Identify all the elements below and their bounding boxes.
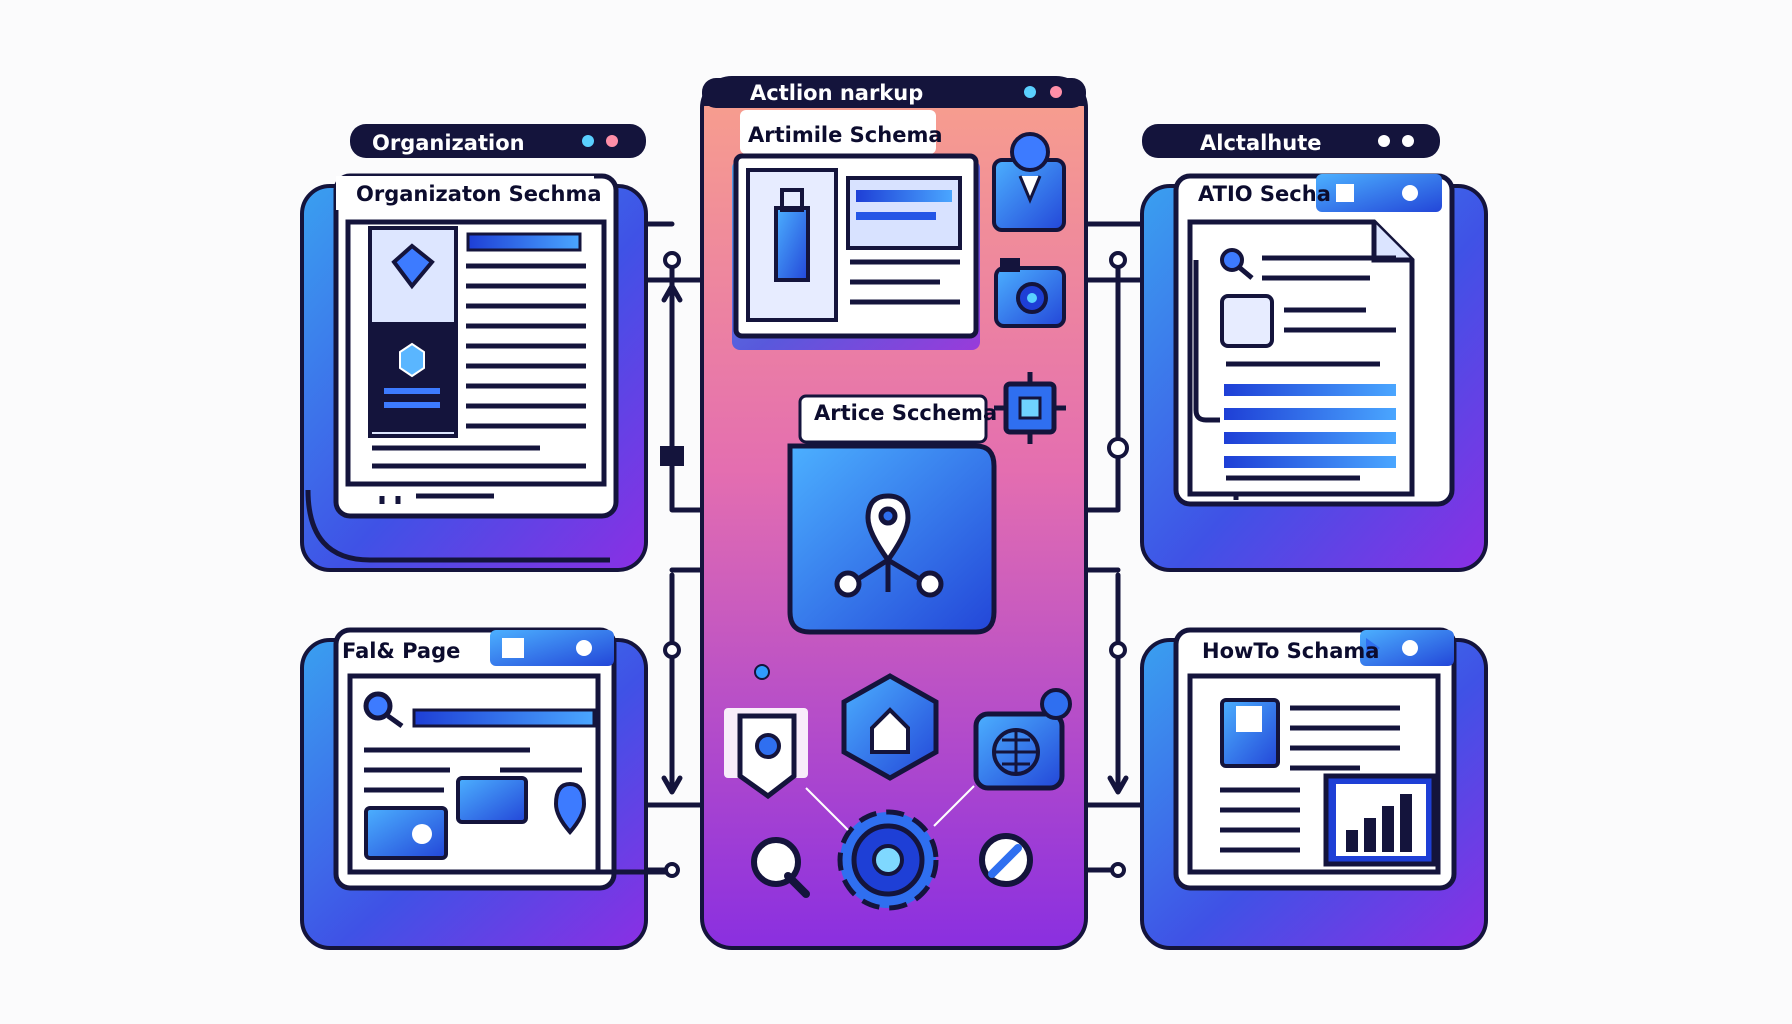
window-dot [1024, 86, 1036, 98]
panel-howto-schema: HowTo Schama [1140, 627, 1488, 950]
article-card-title: Artimile Schema [748, 123, 943, 147]
connector-dots [660, 251, 1129, 878]
panel-organization-tab: Organization [372, 131, 525, 155]
home-hexagon-icon [841, 673, 939, 781]
camera-icon [994, 258, 1066, 328]
small-dot [754, 664, 770, 680]
share-network-icon [834, 493, 944, 598]
window-dot [1050, 86, 1062, 98]
panel-alctalhute-tab: Alctalhute [1200, 131, 1322, 155]
link-icon [979, 833, 1033, 887]
panel-organization: Organization Organizaton Sechma [300, 124, 648, 572]
center-tab-label: Actlion narkup [750, 81, 923, 105]
bookmark-icon [724, 708, 808, 800]
user-icon [992, 132, 1066, 232]
panel-organization-title: Organizaton Sechma [356, 182, 602, 206]
panel-alctalhute: Alctalhute ATIO Secha [1140, 124, 1488, 572]
hub-title: Artice Scchema [814, 401, 997, 425]
panel-faq-page: Fal& Page [300, 627, 666, 950]
chip-icon [994, 372, 1066, 444]
gear-links [805, 785, 975, 831]
panel-faq-page-title: Fal& Page [342, 639, 460, 663]
article-card: Artimile Schema [732, 110, 980, 350]
search-icon [751, 837, 810, 898]
globe-icon [973, 688, 1072, 791]
panel-alctalhute-title: ATIO Secha [1198, 182, 1331, 206]
gear-icon [837, 809, 939, 911]
hub-folder: Artice Scchema [787, 394, 997, 635]
panel-howto-schema-title: HowTo Schama [1202, 639, 1379, 663]
